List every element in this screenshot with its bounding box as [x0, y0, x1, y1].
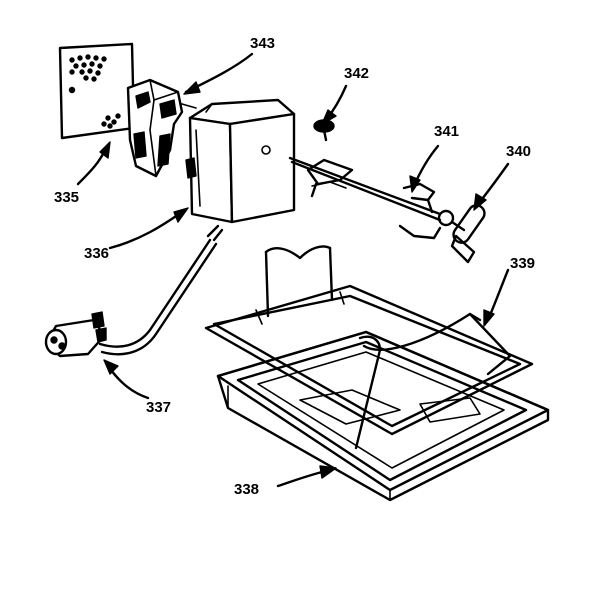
rack-339 [204, 245, 534, 450]
label-336: 336 [84, 245, 109, 262]
mounting-plate-335 [58, 42, 136, 140]
label-341: 341 [434, 123, 459, 140]
drip-pan-338 [216, 330, 550, 502]
label-338: 338 [234, 481, 259, 498]
spit-341 [288, 156, 442, 240]
label-339: 339 [510, 255, 535, 272]
label-342: 342 [344, 65, 369, 82]
power-cord-337 [44, 224, 224, 358]
label-335: 335 [54, 189, 79, 206]
label-337: 337 [146, 399, 171, 416]
motor-housing-336 [185, 98, 296, 224]
bracket-343 [126, 78, 197, 178]
handle-340 [437, 204, 486, 264]
label-343: 343 [250, 35, 275, 52]
label-340: 340 [506, 143, 531, 160]
leader-lines [76, 52, 510, 488]
